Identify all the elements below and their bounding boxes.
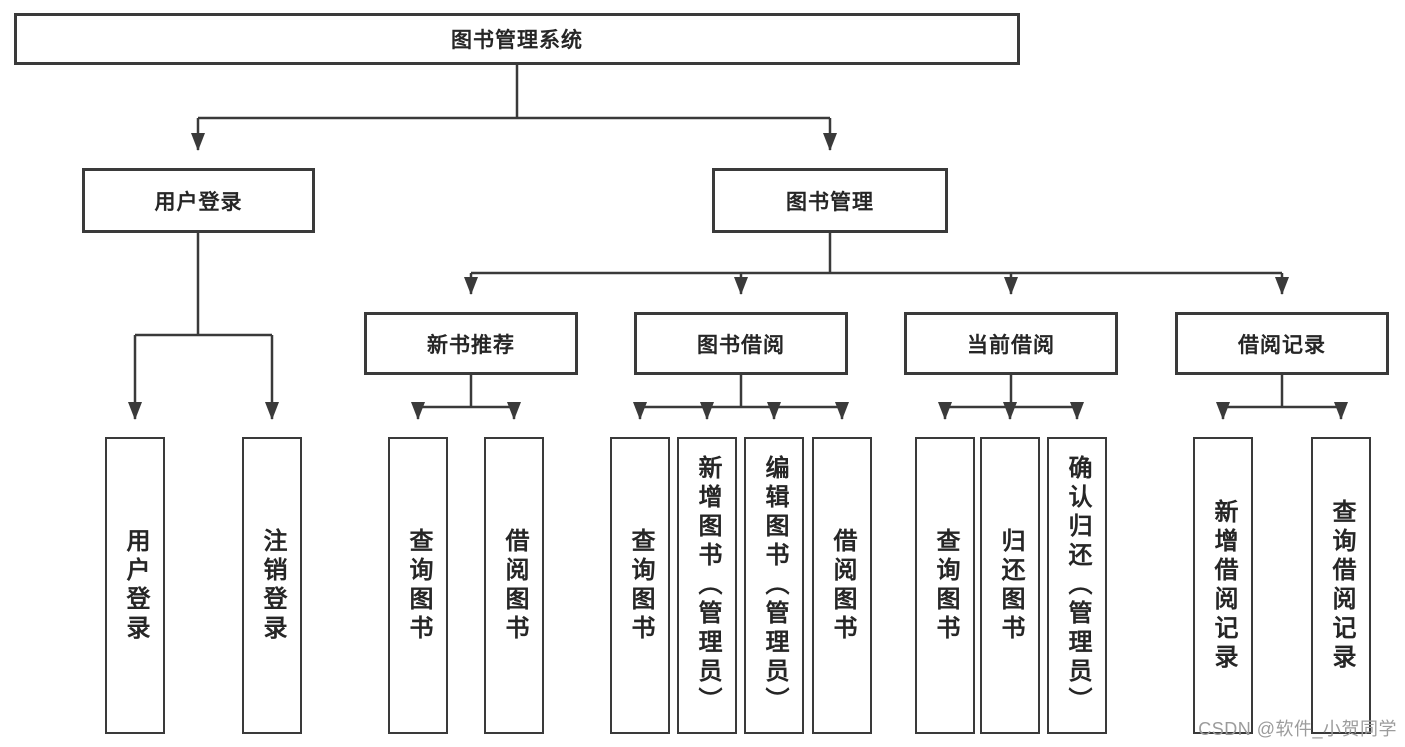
node-label: 图书管理系统 [451,29,583,52]
node-label: 借阅记录 [1238,333,1326,357]
node-label: 查询图书 [627,527,654,644]
node-label: 查询图书 [405,527,432,644]
leaf-borrow-books-borrowing: 借阅图书 [812,437,872,734]
node-book-management-branch: 图书管理 [712,168,948,233]
node-label: 新增借阅记录 [1210,498,1237,673]
node-label: 归还图书 [997,527,1024,644]
node-label: 编辑图书（管理员） [761,455,788,716]
leaf-edit-books-admin: 编辑图书（管理员） [744,437,804,734]
leaf-return-books: 归还图书 [980,437,1040,734]
leaf-query-books-borrowing: 查询图书 [610,437,670,734]
leaf-logout: 注销登录 [242,437,302,734]
node-current-borrowing: 当前借阅 [904,312,1118,375]
leaf-confirm-return-admin: 确认归还（管理员） [1047,437,1107,734]
node-label: 新书推荐 [427,333,515,357]
node-label: 查询借阅记录 [1328,498,1355,673]
leaf-borrow-books-recommend: 借阅图书 [484,437,544,734]
node-book-borrowing: 图书借阅 [634,312,848,375]
leaf-query-borrow-record: 查询借阅记录 [1311,437,1371,734]
leaf-add-books-admin: 新增图书（管理员） [677,437,737,734]
node-borrowing-records: 借阅记录 [1175,312,1389,375]
leaf-query-books-recommend: 查询图书 [388,437,448,734]
node-label: 图书借阅 [697,333,785,357]
node-label: 注销登录 [259,527,286,644]
node-label: 新增图书（管理员） [694,455,721,716]
node-root-library-system: 图书管理系统 [14,13,1020,65]
node-label: 确认归还（管理员） [1064,455,1091,716]
node-label: 查询图书 [932,527,959,644]
leaf-user-login: 用户登录 [105,437,165,734]
node-new-book-recommend: 新书推荐 [364,312,578,375]
leaf-add-borrow-record: 新增借阅记录 [1193,437,1253,734]
node-label: 用户登录 [122,527,149,644]
node-label: 当前借阅 [967,333,1055,357]
node-label: 借阅图书 [829,527,856,644]
leaf-query-books-current: 查询图书 [915,437,975,734]
node-label: 用户登录 [154,190,243,214]
node-user-login-branch: 用户登录 [82,168,315,233]
csdn-watermark: CSDN @软件_小贺同学 [1198,719,1397,739]
node-label: 图书管理 [786,190,874,214]
node-label: 借阅图书 [501,527,528,644]
